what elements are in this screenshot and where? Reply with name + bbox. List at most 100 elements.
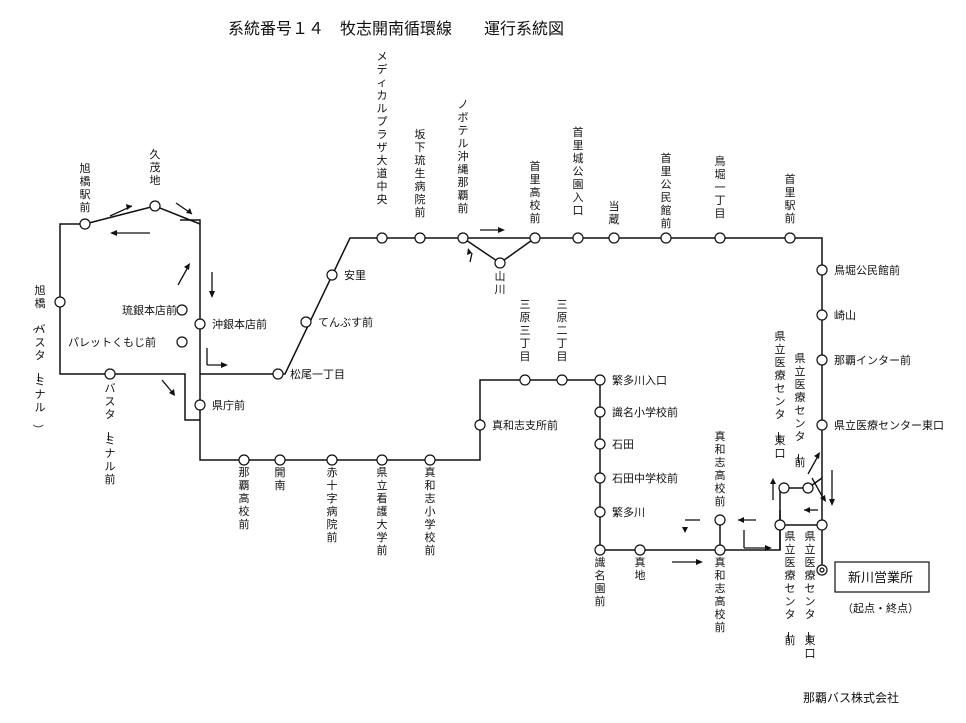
- stop-label: 真和志高校前: [715, 555, 726, 634]
- stop-label: 坂下琉生病院前: [415, 128, 426, 219]
- stop-label: 首里高校前: [530, 159, 541, 225]
- stop-novotel[interactable]: [457, 232, 469, 244]
- stop-okigin[interactable]: [194, 318, 206, 330]
- stop-label: 赤十字病院前: [327, 466, 338, 544]
- direction-arrow: [743, 530, 772, 551]
- direction-arrow: [807, 452, 820, 475]
- stop-kencho[interactable]: [194, 399, 206, 411]
- stop-mawashi-shisho[interactable]: [474, 419, 486, 431]
- stop-label: 鳥堀一丁目: [715, 154, 726, 220]
- stop-label: てんぶす前: [318, 315, 373, 329]
- stop-label: 石田: [612, 438, 634, 451]
- depot-name: 新川営業所: [848, 570, 913, 586]
- stop-label: 久茂地: [150, 148, 161, 187]
- stop-shigetagawa[interactable]: [594, 506, 606, 518]
- vertical-labels: 旭橋駅前 久茂地 旭橋（バスターミナル） バスターミナル前 メディカルプラザ大道…: [32, 50, 816, 660]
- stop-sekijuji[interactable]: [326, 454, 338, 466]
- stop-kenritsu-higashi-west[interactable]: [778, 482, 790, 494]
- stop-label: 松尾一丁目: [290, 367, 345, 381]
- stop-hara-2[interactable]: [556, 374, 568, 386]
- stop-kumoji[interactable]: [149, 200, 161, 212]
- stop-torihori-1[interactable]: [714, 232, 726, 244]
- stop-label: バスターミナル前: [102, 382, 116, 486]
- stop-tokura[interactable]: [608, 232, 620, 244]
- stop-label: 旭橋（バスターミナル）: [32, 283, 46, 435]
- stop-yamakawa[interactable]: [494, 257, 506, 269]
- stop-sakashita[interactable]: [414, 232, 426, 244]
- stop-kenritsu-higashi[interactable]: [816, 419, 828, 431]
- direction-arrow: [672, 559, 703, 565]
- stop-matsuo[interactable]: [272, 368, 284, 380]
- stop-maji[interactable]: [634, 544, 646, 556]
- bus-stops: [54, 200, 828, 576]
- stop-label: 県立医療センター東口: [834, 418, 944, 432]
- direction-arrow: [804, 507, 818, 513]
- route-line-kumoji: [84, 205, 201, 225]
- stop-kenritsu-center-west[interactable]: [774, 519, 786, 531]
- stop-shikinaen[interactable]: [594, 544, 606, 556]
- stop-kainan[interactable]: [274, 454, 286, 466]
- stop-ryugin[interactable]: [176, 304, 188, 316]
- depot-box[interactable]: 新川営業所 （起点・終点）: [834, 561, 930, 615]
- stop-hara-3[interactable]: [519, 374, 531, 386]
- stop-asato[interactable]: [326, 269, 338, 281]
- stop-mawashi-koko-south[interactable]: [714, 544, 726, 556]
- stop-label: 崎山: [834, 308, 856, 322]
- depot-frame: [834, 561, 930, 593]
- stop-ishida[interactable]: [594, 438, 606, 450]
- stop-label: 県立医療センター東口: [772, 330, 786, 460]
- stop-asahibashi-terminal[interactable]: [54, 296, 66, 308]
- stop-label: 那覇高校前: [239, 466, 250, 531]
- stop-label: 県立医療センター前: [792, 352, 806, 469]
- stop-kenritsu-higashi-east[interactable]: [802, 482, 814, 494]
- stop-label: 繁多川: [612, 505, 645, 519]
- stop-shurijo[interactable]: [572, 232, 584, 244]
- stop-shuri-kominkan[interactable]: [660, 232, 672, 244]
- stop-label: 首里駅前: [785, 172, 796, 225]
- route-lines: [59, 205, 823, 570]
- stop-sakiyama[interactable]: [816, 309, 828, 321]
- direction-arrow: [175, 202, 193, 215]
- stop-medical-plaza[interactable]: [376, 232, 388, 244]
- stop-shuri-koko[interactable]: [529, 232, 541, 244]
- route-line-north-loop: [200, 237, 823, 520]
- stop-kango-daigaku[interactable]: [376, 454, 388, 466]
- stop-label: ノボテル沖縄那覇前: [458, 98, 469, 215]
- stop-mawashi-koko-north[interactable]: [714, 514, 726, 526]
- stop-label: 山川: [495, 270, 506, 296]
- stop-label: 石田中学校前: [612, 471, 678, 485]
- direction-arrow: [177, 263, 190, 286]
- stop-label: 識名園前: [595, 556, 606, 608]
- stop-label: 鳥堀公民館前: [834, 263, 900, 277]
- stop-shimei-shogakko[interactable]: [594, 406, 606, 418]
- stop-label: 当蔵: [609, 199, 620, 226]
- stop-label: メディカルプラザ大道中央: [377, 50, 388, 206]
- stop-ishida-chugakko[interactable]: [594, 472, 606, 484]
- stop-label: パレットくもじ前: [68, 335, 156, 349]
- stop-label: 真和志小学校前: [425, 465, 436, 557]
- horizontal-labels: 琉銀本店前 パレットくもじ前 沖銀本店前 県庁前 松尾一丁目 てんぶす前 安里 …: [68, 263, 944, 519]
- stop-depot[interactable]: [816, 564, 828, 576]
- stop-label: 旭橋駅前: [80, 161, 91, 214]
- stop-bus-terminal[interactable]: [104, 368, 116, 380]
- stop-kenritsu-center-east[interactable]: [816, 519, 828, 531]
- direction-arrow: [738, 517, 756, 523]
- stop-shigetagawa-iriguchi[interactable]: [594, 374, 606, 386]
- stop-label: 安里: [344, 268, 366, 282]
- stop-label: 真地: [635, 555, 646, 582]
- company-name: 那覇バス株式会社: [803, 690, 899, 705]
- direction-arrow: [467, 248, 473, 263]
- stop-label: 繁多川入口: [612, 373, 667, 387]
- stop-tenbusu[interactable]: [300, 316, 312, 328]
- stop-asahibashi-eki[interactable]: [79, 218, 91, 230]
- stop-palette[interactable]: [176, 336, 188, 348]
- stop-naha-koko[interactable]: [238, 454, 250, 466]
- stop-shuri-eki[interactable]: [784, 232, 796, 244]
- direction-arrow: [110, 230, 150, 236]
- stop-mawashi-shogakko[interactable]: [424, 454, 436, 466]
- direction-arrow: [161, 379, 175, 396]
- stop-torihori-kominkan[interactable]: [816, 264, 828, 276]
- stop-label: 首里公民館前: [661, 151, 672, 230]
- stop-naha-ic[interactable]: [816, 354, 828, 366]
